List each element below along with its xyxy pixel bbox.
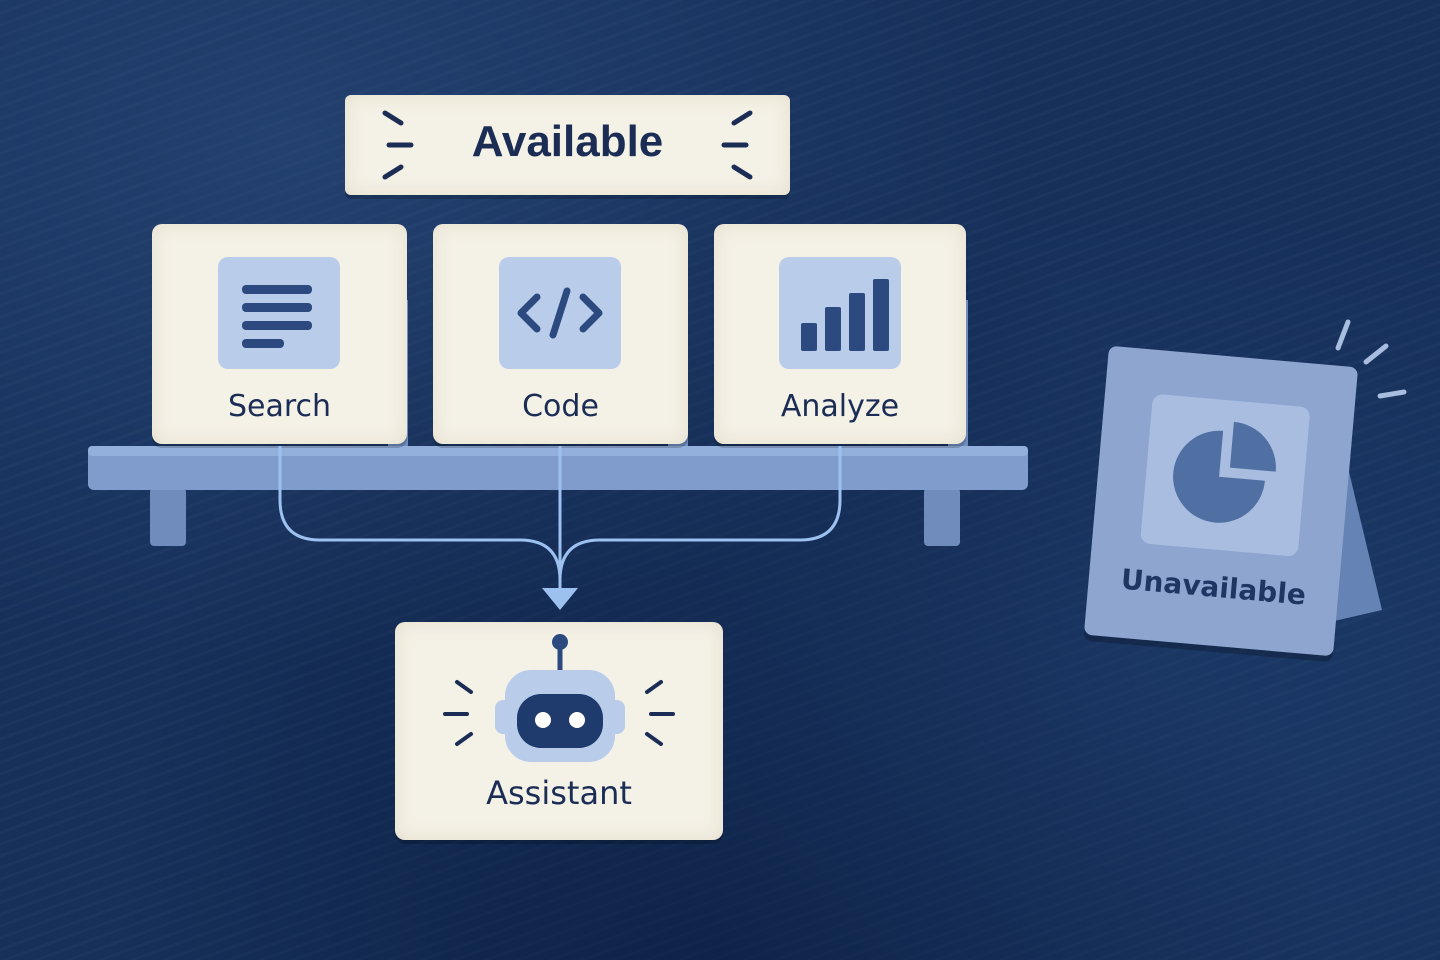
search-label: Search xyxy=(227,389,332,424)
search-list-icon xyxy=(242,285,312,348)
sparkle-right-icon xyxy=(645,680,675,746)
analyze-label: Analyze xyxy=(780,389,900,424)
search-tile xyxy=(218,257,340,369)
tool-card-code[interactable]: Code xyxy=(433,224,688,444)
robot-icon xyxy=(495,634,625,762)
analyze-tile xyxy=(779,257,901,369)
code-tile xyxy=(499,257,621,369)
code-icon xyxy=(517,287,603,339)
available-header: Available xyxy=(345,95,790,195)
sparkle-left-icon xyxy=(443,680,473,746)
tool-card-search[interactable]: Search xyxy=(152,224,407,444)
code-label: Code xyxy=(522,389,599,424)
unavailable-card: Unavailable xyxy=(1083,345,1359,657)
sparkle-right-icon xyxy=(721,110,753,180)
bar-chart-icon xyxy=(801,279,889,351)
unavailable-tile xyxy=(1140,393,1311,557)
tool-card-analyze[interactable]: Analyze xyxy=(714,224,966,444)
pie-chart-icon xyxy=(1173,421,1276,523)
sparkle-left-icon xyxy=(382,110,414,180)
assistant-card[interactable]: Assistant xyxy=(395,622,723,840)
available-title: Available xyxy=(471,117,664,166)
assistant-label: Assistant xyxy=(486,774,632,812)
